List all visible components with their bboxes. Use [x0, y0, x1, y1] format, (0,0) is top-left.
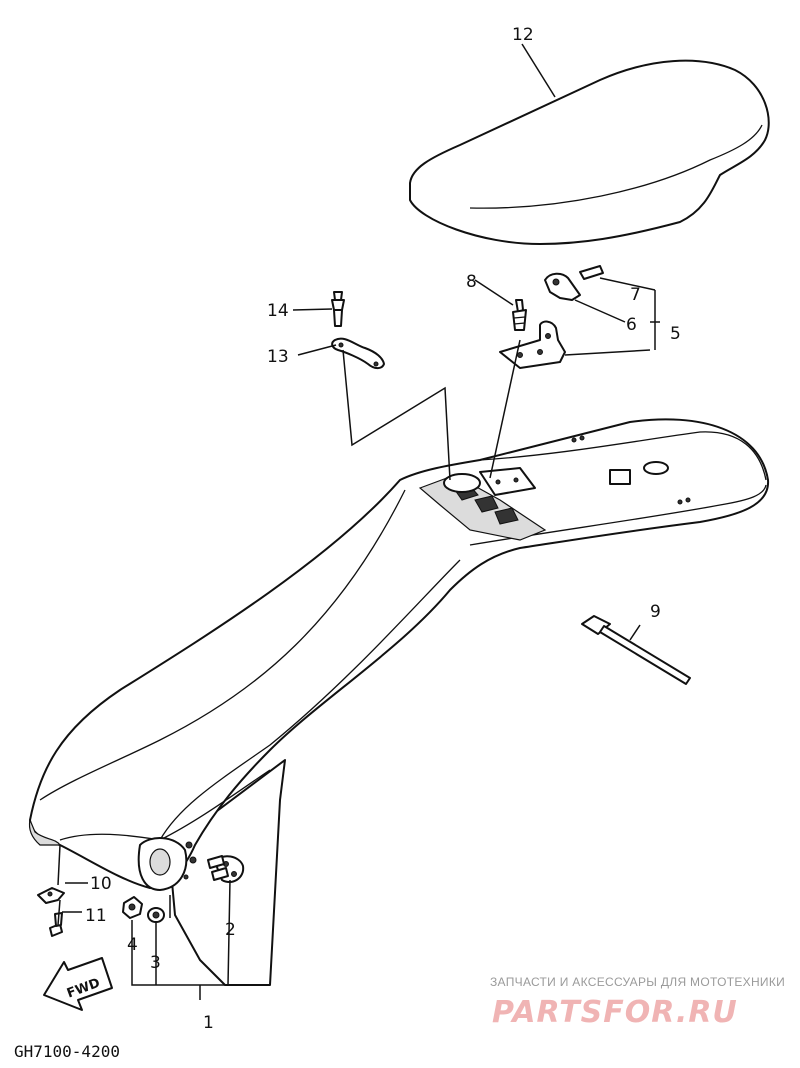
callout-2: 2 [225, 920, 236, 940]
seat-frame-part [28, 418, 770, 986]
callout-4: 4 [127, 935, 138, 955]
callout-9: 9 [650, 602, 661, 622]
cable-tie-part [581, 615, 691, 685]
watermark-brand: PARTSFOR.RU [492, 995, 738, 1030]
callout-14: 14 [267, 301, 289, 321]
callout-7: 7 [630, 285, 641, 305]
seat-striker-part [331, 291, 385, 370]
callout-labels: 1 2 3 4 5 6 7 8 9 10 11 12 13 14 [85, 25, 681, 1033]
leader-lines [57, 43, 660, 1000]
watermark-tagline: ЗАПЧАСТИ И АКСЕССУАРЫ ДЛЯ МОТОТЕХНИКИ [490, 975, 785, 989]
watermark: ЗАПЧАСТИ И АКСЕССУАРЫ ДЛЯ МОТОТЕХНИКИ PA… [490, 975, 785, 1030]
callout-3: 3 [150, 953, 161, 973]
hinge-assembly-part [499, 265, 604, 369]
callout-8: 8 [466, 272, 477, 292]
callout-10: 10 [90, 874, 112, 894]
callout-11: 11 [85, 906, 107, 926]
callout-1: 1 [203, 1013, 214, 1033]
diagram-code: GH7100-4200 [14, 1042, 120, 1061]
callout-5: 5 [670, 324, 681, 344]
callout-12: 12 [512, 25, 534, 45]
forward-direction-arrow: FWD [43, 957, 113, 1011]
seat-cushion-part [409, 59, 770, 245]
callout-6: 6 [626, 315, 637, 335]
callout-13: 13 [267, 347, 289, 367]
